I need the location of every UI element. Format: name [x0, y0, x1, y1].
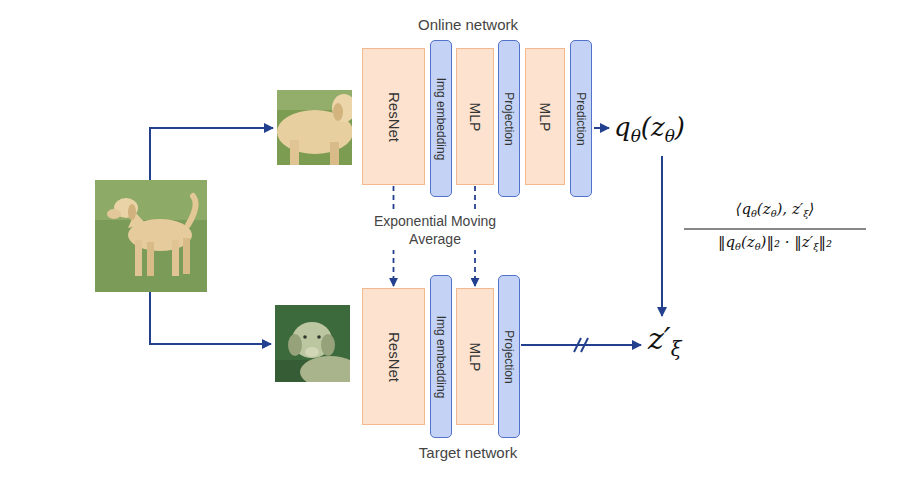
embedding-bar: Img embedding: [430, 40, 452, 197]
ema-label: Exponential Moving Average: [360, 211, 510, 250]
block-name: Prediction: [574, 92, 588, 145]
dog-leg: [330, 142, 339, 165]
dog-photo: [95, 180, 207, 292]
embedding-bar: Projection: [498, 40, 520, 197]
input-arrow: [150, 292, 271, 344]
dog-eye: [317, 335, 321, 339]
dog-eye: [303, 335, 307, 339]
network-title: Online network: [368, 16, 568, 35]
dog-leg: [135, 240, 142, 276]
embedding-bar: Prediction: [570, 40, 592, 197]
block-name: ResNet: [385, 91, 402, 141]
output-arrow: [521, 344, 641, 346]
stop-gradient-mark: [574, 338, 581, 352]
block-name: MLP: [537, 102, 553, 131]
grass-background: [95, 180, 207, 220]
block-name: Img embedding: [434, 77, 448, 160]
embedding-bar: Img embedding: [430, 275, 452, 438]
block-name: ResNet: [385, 331, 402, 381]
dog-ear: [321, 334, 335, 356]
dog-muzzle: [107, 209, 121, 219]
similarity-numerator: ⟨qθ(zθ), z′ξ⟩: [675, 200, 875, 219]
network-block: ResNet: [362, 288, 425, 425]
network-block: MLP: [525, 48, 565, 185]
dog-ear: [128, 204, 136, 220]
dog-leg: [172, 240, 179, 276]
stop-gradient-mark: [581, 338, 588, 352]
target-output: z′ξ: [648, 320, 681, 358]
block-name: Projection: [502, 92, 516, 145]
dog-head: [332, 94, 352, 122]
dog-leg: [183, 238, 190, 274]
dog-crop: [277, 90, 352, 165]
dog-ear: [288, 334, 302, 356]
dog-tail: [188, 196, 196, 225]
loss-arrow: [661, 156, 663, 316]
dog-muzzle: [305, 347, 319, 357]
fraction-bar: [684, 228, 866, 229]
dog-body: [300, 356, 350, 382]
network-block: MLP: [456, 288, 494, 425]
block-name: MLP: [467, 342, 483, 371]
dog-ear: [333, 103, 343, 121]
dog-leg: [290, 140, 299, 165]
network-block: MLP: [456, 48, 494, 185]
dog-leg: [147, 242, 154, 276]
block-name: Img embedding: [434, 315, 448, 398]
network-block: ResNet: [362, 48, 425, 185]
block-name: Projection: [502, 330, 516, 383]
network-title: Target network: [368, 444, 568, 463]
similarity-denominator: ‖qθ(zθ)‖₂ · ‖z′ξ‖₂: [675, 233, 875, 252]
online-output: qθ(zθ): [614, 111, 685, 144]
output-arrow: [594, 127, 609, 129]
grass-background: [95, 180, 207, 292]
embedding-bar: Projection: [498, 275, 520, 438]
input-arrow: [150, 128, 273, 180]
block-name: MLP: [467, 102, 483, 131]
dog-crop: [275, 305, 350, 382]
